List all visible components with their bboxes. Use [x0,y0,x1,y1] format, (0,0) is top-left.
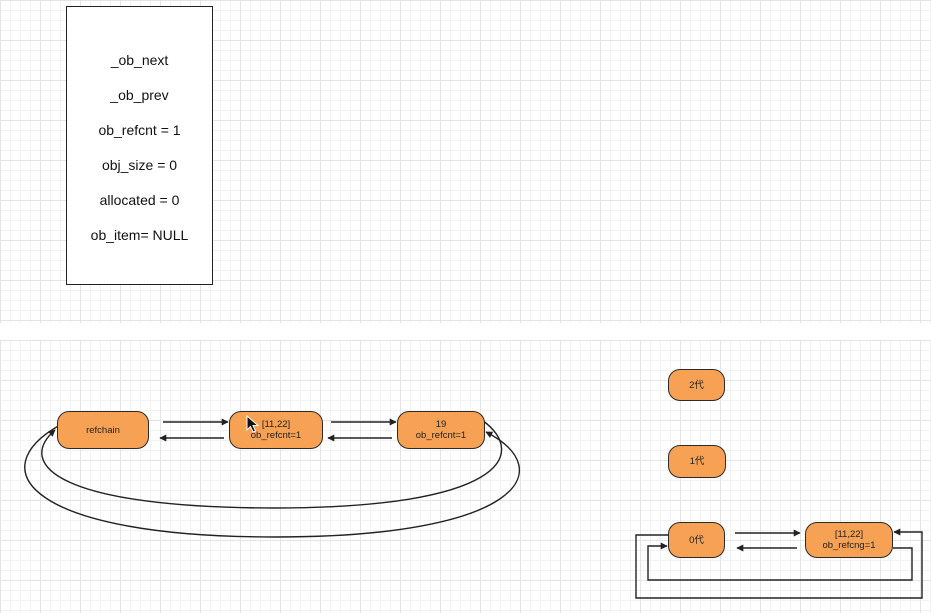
node-gen0-item-line2: ob_refcng=1 [822,540,876,551]
field-ob-next: _ob_next [110,52,169,68]
edge-int-to-refchain-loop [41,419,503,509]
mouse-pointer-icon [246,415,260,433]
node-refchain[interactable]: refchain [57,411,149,449]
node-list-line1: [11,22] [261,419,291,430]
field-ob-item: ob_item= NULL [90,227,189,243]
node-list-object[interactable]: [11,22] ob_refcnt=1 [229,411,323,449]
canvas-separator [0,323,931,340]
node-gen2-label: 2代 [689,379,704,391]
node-gen0-item[interactable]: [11,22] ob_refcng=1 [805,522,893,558]
edge-refchain-to-int-loop [24,424,521,538]
node-gen0[interactable]: 0代 [668,522,725,558]
node-gen0-label: 0代 [689,534,704,546]
node-gen0-item-line1: [11,22] [834,529,864,540]
field-allocated: allocated = 0 [99,192,180,208]
node-int-line1: 19 [435,419,447,430]
edge-outer-loop [635,528,923,599]
node-gen1-label: 1代 [689,456,705,467]
node-list-line2: ob_refcnt=1 [250,430,302,441]
pyobject-struct-box[interactable]: _ob_next _ob_prev ob_refcnt = 1 obj_size… [66,6,213,285]
field-obj-size: obj_size = 0 [101,157,178,173]
node-int-line2: ob_refcnt=1 [415,430,467,441]
edge-inner-loop [647,542,913,581]
node-int-object[interactable]: 19 ob_refcnt=1 [397,411,485,449]
node-gen1[interactable]: 1代 [668,445,726,478]
field-ob-prev: _ob_prev [110,87,169,103]
canvas-bottom [0,340,931,613]
field-ob-refcnt: ob_refcnt = 1 [98,122,181,138]
node-refchain-label: refchain [86,424,120,436]
node-gen2[interactable]: 2代 [668,369,725,401]
